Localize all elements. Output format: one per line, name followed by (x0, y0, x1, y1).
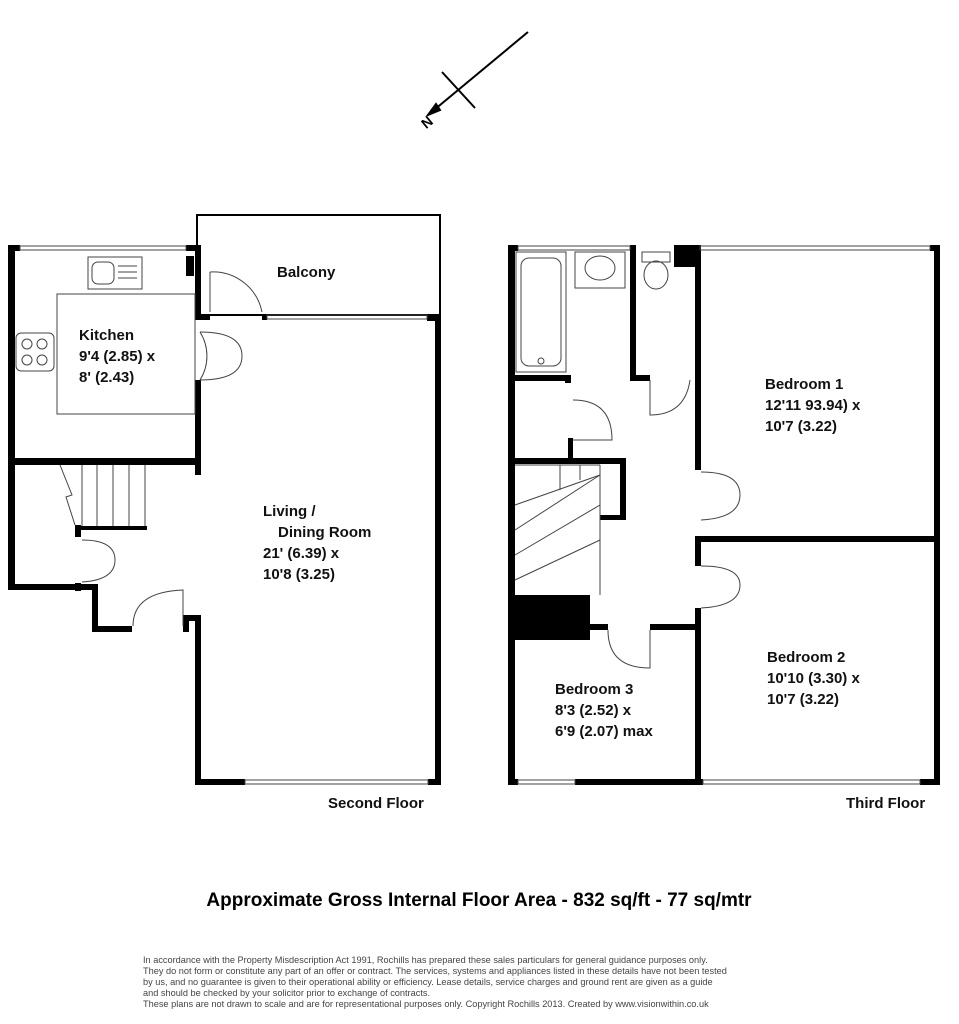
disclaimer-line: by us, and no guarantee is given to thei… (143, 977, 713, 987)
room-name-balcony: Balcony (277, 264, 336, 281)
second-floor-walls (8, 245, 441, 785)
compass-icon (425, 31, 529, 118)
third-floor-walls (508, 245, 940, 785)
disclaimer: In accordance with the Property Misdescr… (143, 955, 823, 1010)
room-dim-kitchen-1: 9'4 (2.85) x (79, 348, 156, 365)
room-name-bedroom-3: Bedroom 3 (555, 681, 633, 698)
room-dim-bedroom-1-a: 12'11 93.94) x (765, 397, 861, 414)
second-floor-labels: Balcony Kitchen 9'4 (2.85) x 8' (2.43) L… (79, 264, 424, 812)
disclaimer-line: In accordance with the Property Misdescr… (143, 955, 708, 965)
room-dim-bedroom-1-b: 10'7 (3.22) (765, 418, 837, 435)
disclaimer-line: They do not form or constitute any part … (143, 966, 727, 976)
disclaimer-line: These plans are not drawn to scale and a… (143, 999, 709, 1009)
room-dim-living-2: 10'8 (3.25) (263, 566, 335, 583)
room-name-living: Living / (263, 503, 316, 520)
room-dim-kitchen-2: 8' (2.43) (79, 369, 134, 386)
compass-north-label: N (418, 113, 436, 132)
room-name-bedroom-1: Bedroom 1 (765, 376, 843, 393)
room-dim-bedroom-2-b: 10'7 (3.22) (767, 691, 839, 708)
floor-label-third: Third Floor (846, 795, 925, 812)
room-dim-bedroom-3-a: 8'3 (2.52) x (555, 702, 632, 719)
room-dim-living-1: 21' (6.39) x (263, 545, 340, 562)
third-floor-labels: Bedroom 1 12'11 93.94) x 10'7 (3.22) Bed… (555, 376, 925, 812)
room-dim-bedroom-2-a: 10'10 (3.30) x (767, 670, 860, 687)
room-name-bedroom-2: Bedroom 2 (767, 649, 845, 666)
disclaimer-line: and should be checked by your solicitor … (143, 988, 431, 998)
room-name-kitchen: Kitchen (79, 327, 134, 344)
second-floor-fixtures (15, 214, 441, 785)
floor-label-second: Second Floor (328, 795, 424, 812)
third-floor-fixtures (514, 245, 931, 785)
room-dim-bedroom-3-b: 6'9 (2.07) max (555, 723, 653, 740)
area-title: Approximate Gross Internal Floor Area - … (206, 890, 752, 911)
room-name-dining: Dining Room (278, 524, 371, 541)
